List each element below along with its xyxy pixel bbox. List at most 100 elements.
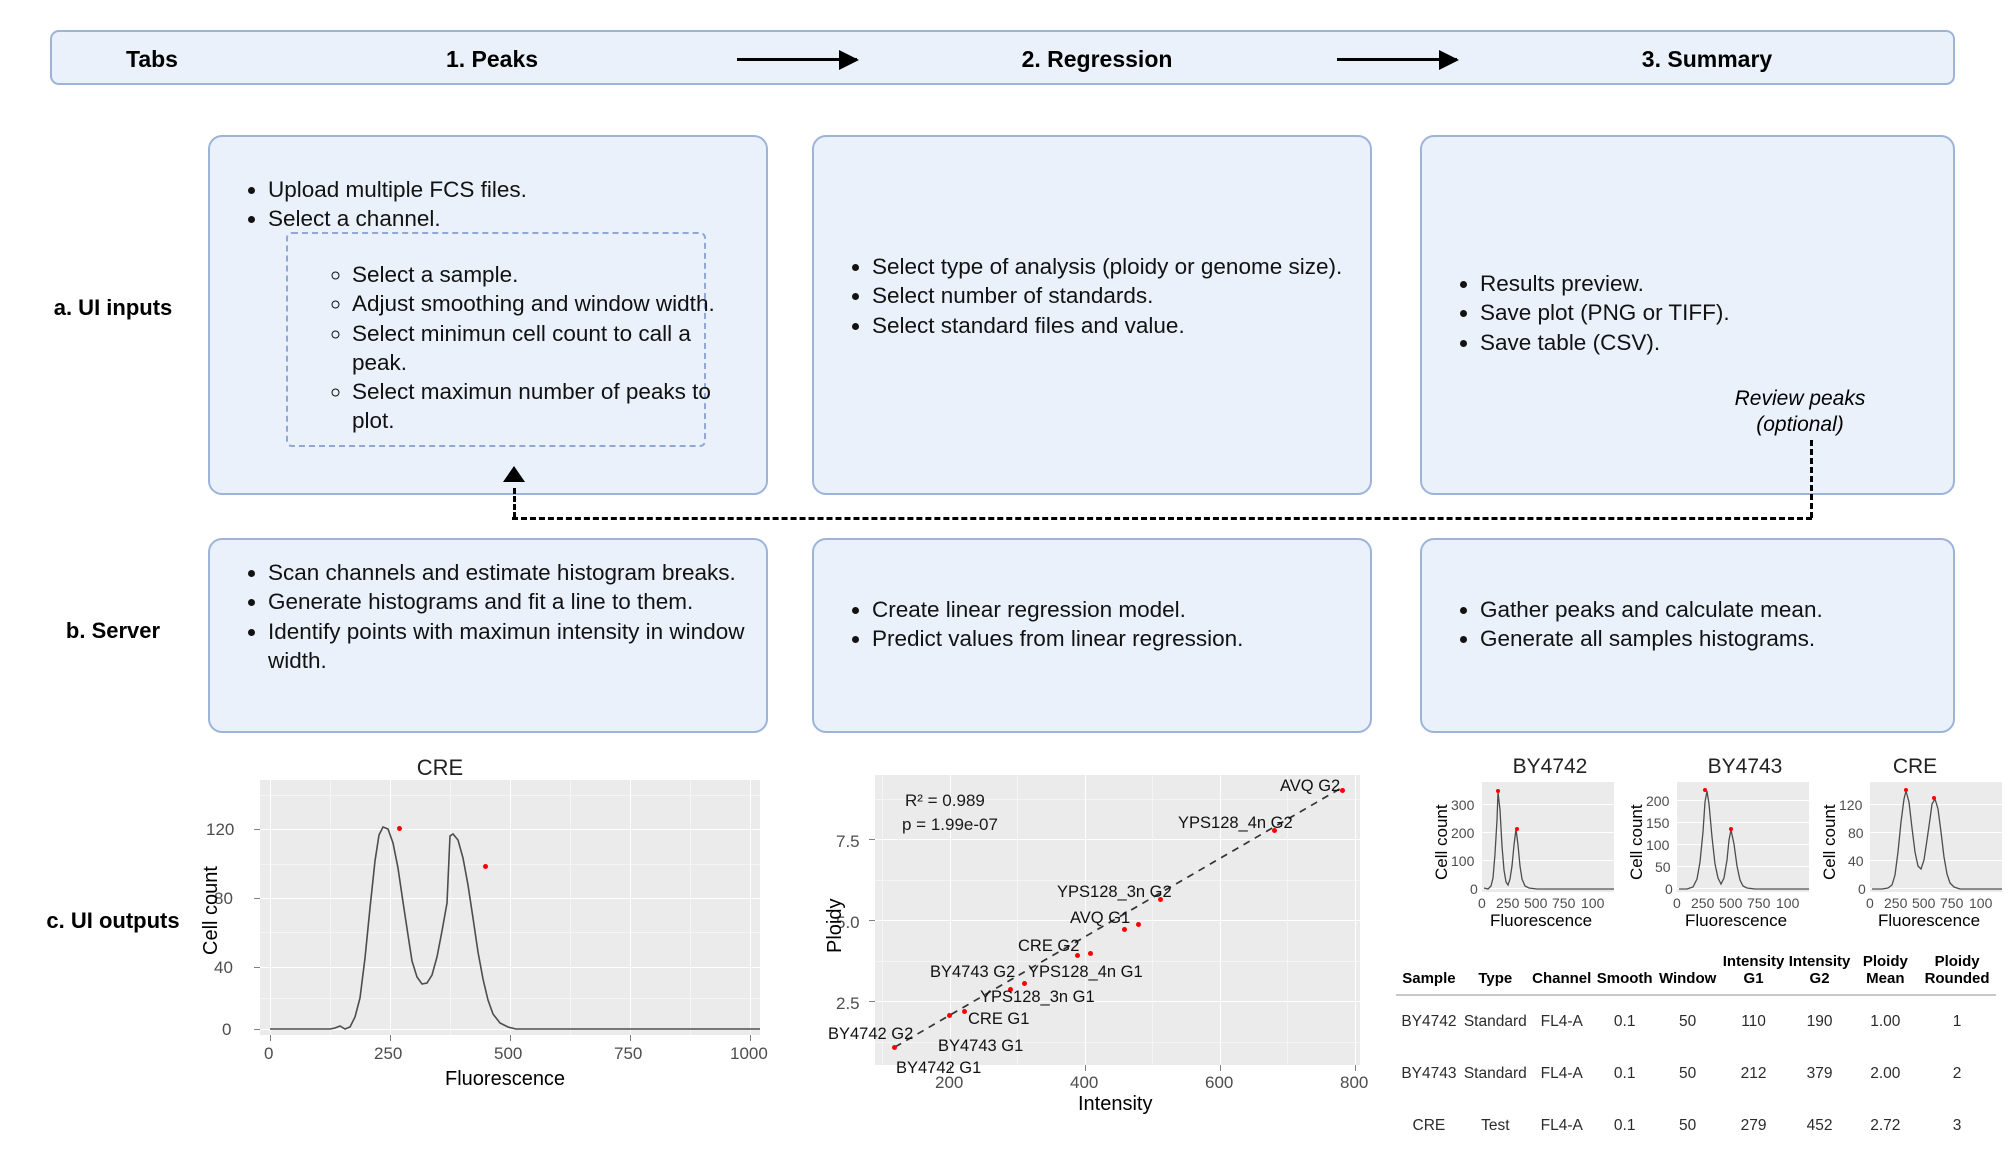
cell: 2.00 [1870, 1064, 1901, 1082]
col-type: Type [1478, 969, 1513, 987]
reg-xtickmark [1355, 1065, 1356, 1071]
list-item: Predict values from linear regression. [872, 624, 1370, 653]
reg-vgrid-minor [1152, 775, 1153, 1065]
col-intensity-g2-line2: G2 [1809, 969, 1830, 987]
reg-fit-line [894, 786, 1344, 1048]
reg-vgrid-minor [882, 775, 883, 1065]
mini3-ytick-80: 80 [1848, 825, 1864, 841]
mini-hist-title-by4743: BY4743 [1707, 755, 1783, 778]
reg-point-label: AVQ G1 [1070, 909, 1131, 927]
mini1-ytick-100: 100 [1451, 853, 1475, 869]
cre-ytick-40: 40 [214, 958, 233, 977]
mini3-gridline [1870, 860, 2002, 861]
mini-histogram-cre: 0 40 80 120 0 250 500 750 100 Fluorescen… [1808, 780, 2008, 930]
mini3-curve [1872, 788, 2002, 890]
cre-vgrid [630, 780, 632, 1035]
cre-curve-path [260, 780, 760, 1035]
server-peaks-box: Scan channels and estimate histogram bre… [208, 538, 768, 733]
mini-histogram-by4742: 0 100 200 300 0 250 500 750 100 Fluoresc… [1420, 780, 1620, 930]
mini1-ytick-200: 200 [1451, 825, 1475, 841]
mini1-curve [1483, 791, 1614, 890]
reg-xtickmark [950, 1065, 951, 1071]
col-intensity-g2: Intensity G2 [1787, 952, 1853, 995]
reg-gridline-minor [875, 799, 1360, 800]
mini2-xtick-500: 500 [1719, 895, 1743, 911]
mini2-peak-marker-g1 [1703, 788, 1707, 792]
reg-gridline [875, 839, 1360, 841]
cre-histogram: 0 40 80 120 [200, 780, 768, 1090]
list-item: Select minimun cell count to call a peak… [352, 319, 752, 378]
feedback-line-horizontal [512, 517, 1812, 520]
summary-results-table: Sample Type Channel Smooth Window Intens… [1396, 952, 1996, 1152]
mini2-curve [1679, 790, 1809, 890]
arrow-regression-to-summary [1337, 49, 1459, 70]
cre-xtick-500: 500 [494, 1044, 523, 1063]
ui-inputs-peaks-nested-list: Select a sample. Adjust smoothing and wi… [312, 260, 752, 436]
reg-point-label: BY4742 G1 [896, 1059, 982, 1077]
cell: 190 [1806, 1012, 1833, 1030]
list-item: Save table (CSV). [1480, 328, 1953, 357]
reg-vgrid [1085, 775, 1087, 1065]
cell: 50 [1678, 1012, 1697, 1030]
cre-xtick-250: 250 [374, 1044, 403, 1063]
cre-ytick-0: 0 [222, 1020, 232, 1039]
tabs-row-label: Tabs [126, 46, 178, 72]
mini2-gridline [1677, 800, 1809, 801]
col-intensity-g1-line2: G1 [1743, 969, 1764, 987]
cre-peak-marker-g1 [397, 826, 402, 831]
reg-point-label: YPS128_4n G1 [1028, 963, 1143, 981]
feedback-line-riser [513, 488, 516, 518]
ui-inputs-regression-box: Select type of analysis (ploidy or genom… [812, 135, 1372, 495]
col-ploidy-rounded-line2: Rounded [1924, 969, 1990, 987]
cre-xtickmark [510, 1035, 511, 1041]
mini2-ytick-200: 200 [1646, 793, 1670, 809]
cre-vgrid-minor [570, 780, 571, 1035]
cell: 50 [1678, 1064, 1697, 1082]
col-sample: Sample [1402, 969, 1456, 987]
cre-vgrid-minor [330, 780, 331, 1035]
mini1-peak-marker-g2 [1515, 827, 1519, 831]
mini1-xtick-500: 500 [1524, 895, 1548, 911]
tab-regression[interactable]: 2. Regression [1021, 46, 1173, 72]
cell: CRE [1412, 1116, 1446, 1134]
list-item: Select number of standards. [872, 281, 1370, 310]
list-item: Select a channel. [268, 204, 766, 233]
reg-point-label: YPS128_3n G2 [1057, 883, 1172, 901]
reg-point-label: YPS128_4n G2 [1178, 814, 1293, 832]
mini3-xtick-0: 0 [1866, 895, 1874, 911]
list-item: Generate all samples histograms. [1480, 624, 1953, 653]
mini3-yaxis-title: Cell count [1820, 804, 1839, 880]
reg-point [962, 1009, 967, 1014]
reg-point [1158, 897, 1163, 902]
mini3-gridline [1870, 888, 2002, 889]
ui-inputs-peaks-nested-outline [286, 232, 706, 447]
list-item: Results preview. [1480, 269, 1953, 298]
row-label-server: b. Server [65, 618, 161, 643]
cell: 452 [1806, 1116, 1833, 1134]
cre-histogram-title: CRE [416, 755, 464, 780]
mini2-gridline [1677, 822, 1809, 823]
cre-vgrid [750, 780, 752, 1035]
list-item: Save plot (PNG or TIFF). [1480, 298, 1953, 327]
cre-curve [270, 825, 760, 1030]
cell: 0.1 [1613, 1116, 1636, 1134]
cell: 379 [1806, 1064, 1833, 1082]
tab-peaks[interactable]: 1. Peaks [445, 46, 539, 72]
tab-summary[interactable]: 3. Summary [1641, 46, 1773, 72]
cre-yaxis-title: Cell count [200, 866, 222, 955]
col-intensity-g1: Intensity G1 [1721, 952, 1787, 995]
cell: Standard [1463, 1064, 1527, 1082]
reg-point [947, 1013, 952, 1018]
cell: Test [1481, 1116, 1510, 1134]
reg-xtick-200: 200 [935, 1073, 964, 1092]
reg-point-label: AVQ G2 [1280, 777, 1341, 795]
mini2-xtick-1000: 100 [1776, 895, 1800, 911]
cell: 1.00 [1870, 1012, 1901, 1030]
reg-gridline-minor [875, 961, 1360, 962]
reg-xtick-400: 400 [1070, 1073, 1099, 1092]
ui-inputs-summary-box: Results preview. Save plot (PNG or TIFF)… [1420, 135, 1955, 495]
cell: 2 [1952, 1064, 1962, 1082]
feedback-line-vertical [1810, 440, 1813, 518]
table-row: BY4742 Standard FL4-A 0.1 50 110 190 1.0… [1396, 995, 1996, 1048]
